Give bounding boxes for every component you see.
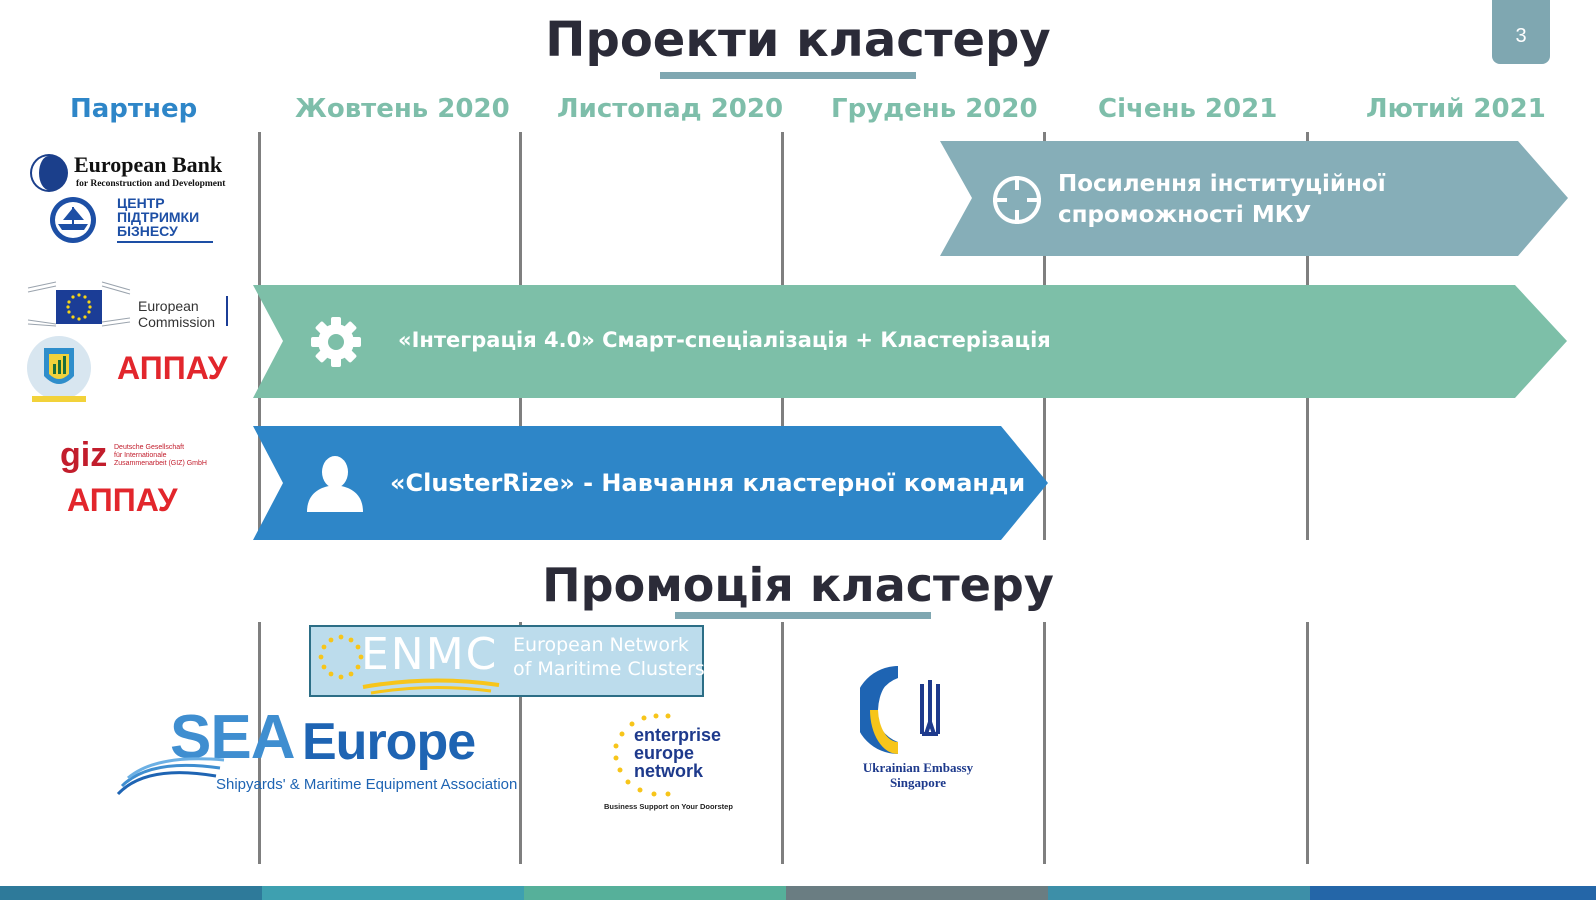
project-banner-institutional[interactable]: Посилення інституційної спроможності МКУ — [940, 141, 1570, 256]
giz-logo: giz Deutsche Gesellschaft für Internatio… — [60, 436, 207, 474]
header-partner: Партнер — [70, 94, 198, 124]
title-underline — [660, 72, 916, 79]
appau-logo-text: АППАУ — [67, 482, 178, 518]
star-arc-icon — [613, 713, 671, 797]
header-month-jan: Січень 2021 — [1098, 94, 1278, 124]
ebrd-emblem-icon — [30, 154, 68, 192]
banner-shape — [253, 285, 1567, 398]
banner-label-integration: «Інтеграція 4.0» Смарт-спеціалізація + К… — [398, 328, 1051, 352]
grid-line — [258, 132, 261, 540]
footer-bar-segment — [524, 886, 786, 900]
embassy-emblem-icon — [860, 666, 940, 754]
promo-title: Промоція кластеру — [542, 558, 1054, 612]
sea-europe-logo: SEA Europe Shipyards' & Maritime Equipme… — [116, 703, 517, 800]
project-banner-clusterrize[interactable]: «ClusterRize» - Навчання кластерної кома… — [253, 426, 1050, 540]
promo-title-underline — [675, 612, 931, 619]
banner-label-clusterrize: «ClusterRize» - Навчання кластерної кома… — [390, 469, 1026, 497]
waves-icon — [116, 757, 225, 796]
banner-shape — [940, 141, 1568, 256]
star-ring-icon — [318, 634, 364, 680]
grid-line — [1306, 622, 1309, 864]
header-month-dec: Грудень 2020 — [831, 94, 1038, 124]
footer-bar-segment — [262, 886, 524, 900]
footer-bar-segment — [0, 886, 262, 900]
footer-bar-segment — [1048, 886, 1310, 900]
page-number-badge: 3 — [1492, 0, 1550, 64]
grid-line — [1043, 622, 1046, 864]
academy-emblem-icon — [27, 336, 91, 402]
appau-emblem — [22, 334, 96, 404]
grid-line — [519, 622, 522, 864]
business-center-logo: ЦЕНТР ПІДТРИМКИ БІЗНЕСУ — [40, 196, 215, 244]
slide-title: Проекти кластеру — [545, 12, 1051, 68]
project-banner-integration[interactable]: «Інтеграція 4.0» Смарт-спеціалізація + К… — [253, 285, 1570, 398]
enmc-logo: ENMC European Network of Maritime Cluste… — [309, 625, 705, 697]
header-month-feb: Лютий 2021 — [1366, 94, 1546, 124]
wave-icon — [362, 678, 500, 695]
ebrd-logo: European Bank for Reconstruction and Dev… — [28, 150, 243, 194]
grid-line — [781, 622, 784, 864]
banner-label-institutional: Посилення інституційної спроможності МКУ — [1058, 171, 1386, 228]
footer-bar-segment — [786, 886, 1048, 900]
appau-logo-text: АППАУ — [117, 350, 228, 386]
eu-flag-icon — [27, 281, 131, 327]
enterprise-europe-network-logo: enterprise europe network Business Suppo… — [600, 708, 733, 818]
footer-bar-segment — [1310, 886, 1596, 900]
ship-emblem-icon — [50, 197, 96, 243]
header-month-oct: Жовтень 2020 — [295, 94, 510, 124]
header-month-nov: Листопад 2020 — [557, 94, 784, 124]
european-commission-logo: European Commission — [26, 276, 231, 330]
grid-line — [258, 622, 261, 864]
ukrainian-embassy-logo: Ukrainian Embassy Singapore — [852, 660, 992, 800]
banner-shape — [253, 426, 1048, 540]
